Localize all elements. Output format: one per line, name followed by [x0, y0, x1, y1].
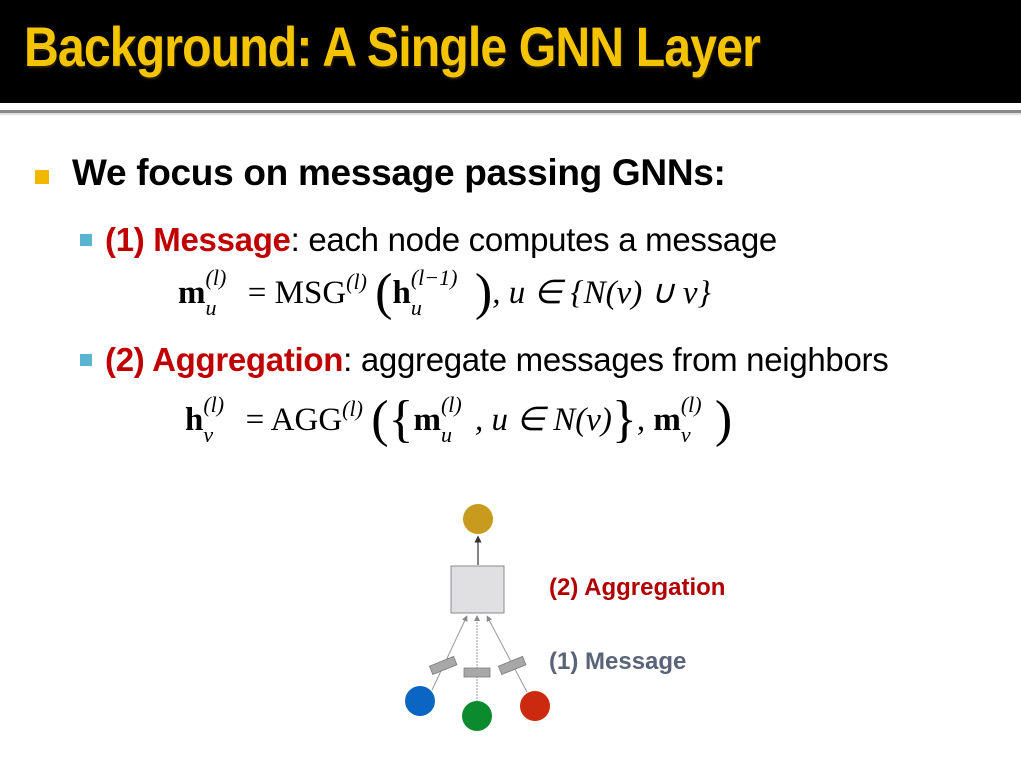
- message-highlight: (1) Message: [105, 221, 291, 258]
- sub-bullet-aggregation: (2) Aggregation: aggregate messages from…: [105, 341, 889, 379]
- sub-bullet-square-icon: [80, 354, 92, 366]
- message-label: (1) Message: [549, 648, 687, 675]
- formula-indices: (l)u: [440, 392, 462, 448]
- formula-symbol: m: [413, 402, 441, 438]
- formula-symbol: m: [178, 275, 206, 311]
- title-separator: [0, 110, 1021, 113]
- output-node-icon: [463, 504, 493, 534]
- formula-symbol: h: [185, 402, 204, 438]
- title-separator-shadow: [0, 113, 1021, 116]
- formula-condition: , u ∈ {N(v) ∪ v}: [492, 275, 711, 311]
- message-block-center: [463, 667, 491, 678]
- aggregation-label: (2) Aggregation: [549, 574, 726, 601]
- neighbor-node-blue-icon: [405, 686, 435, 716]
- neighbor-node-green-icon: [462, 701, 492, 731]
- formula-symbol: h: [392, 275, 411, 311]
- formula-equals: =: [247, 275, 267, 311]
- formula-equals: =: [245, 402, 265, 438]
- aggregation-highlight: (2) Aggregation: [105, 341, 344, 378]
- aggregation-description: : aggregate messages from neighbors: [343, 341, 889, 378]
- slide-title: Background: A Single GNN Layer: [24, 15, 761, 78]
- paren-open: (: [375, 264, 393, 321]
- formula-indices: (l)u: [205, 265, 227, 321]
- message-formula: m(l)u = MSG(l) (h(l−1)u), u ∈ {N(v) ∪ v}: [178, 263, 711, 323]
- formula-symbol: m: [653, 402, 681, 438]
- bullet-square-icon: [35, 170, 49, 184]
- paren-open: (: [371, 391, 389, 448]
- aggregation-box: [450, 565, 505, 614]
- bullet-main: We focus on message passing GNNs:: [72, 152, 726, 193]
- message-block-left: [428, 655, 458, 676]
- formula-function: MSG: [274, 275, 347, 311]
- formula-indices: (l)v: [680, 392, 702, 448]
- neighbor-node-red-icon: [520, 691, 550, 721]
- message-description: : each node computes a message: [290, 221, 778, 258]
- title-bar: Background: A Single GNN Layer: [0, 0, 1021, 103]
- sub-bullet-square-icon: [80, 234, 92, 246]
- message-block-right: [497, 655, 527, 676]
- formula-indices: (l−1)u: [410, 265, 458, 321]
- sub-bullet-message: (1) Message: each node computes a messag…: [105, 221, 777, 259]
- formula-function: AGG: [270, 402, 343, 438]
- formula-indices: (l)v: [203, 392, 225, 448]
- formula-condition: , u ∈ N(v): [474, 402, 612, 438]
- brace-open: {: [388, 391, 414, 448]
- paren-close: ): [474, 264, 493, 321]
- aggregation-formula: h(l)v = AGG(l) ({m(l)u, u ∈ N(v)}, m(l)v…: [185, 390, 732, 450]
- paren-close: ): [714, 391, 733, 448]
- brace-close: }: [611, 391, 637, 448]
